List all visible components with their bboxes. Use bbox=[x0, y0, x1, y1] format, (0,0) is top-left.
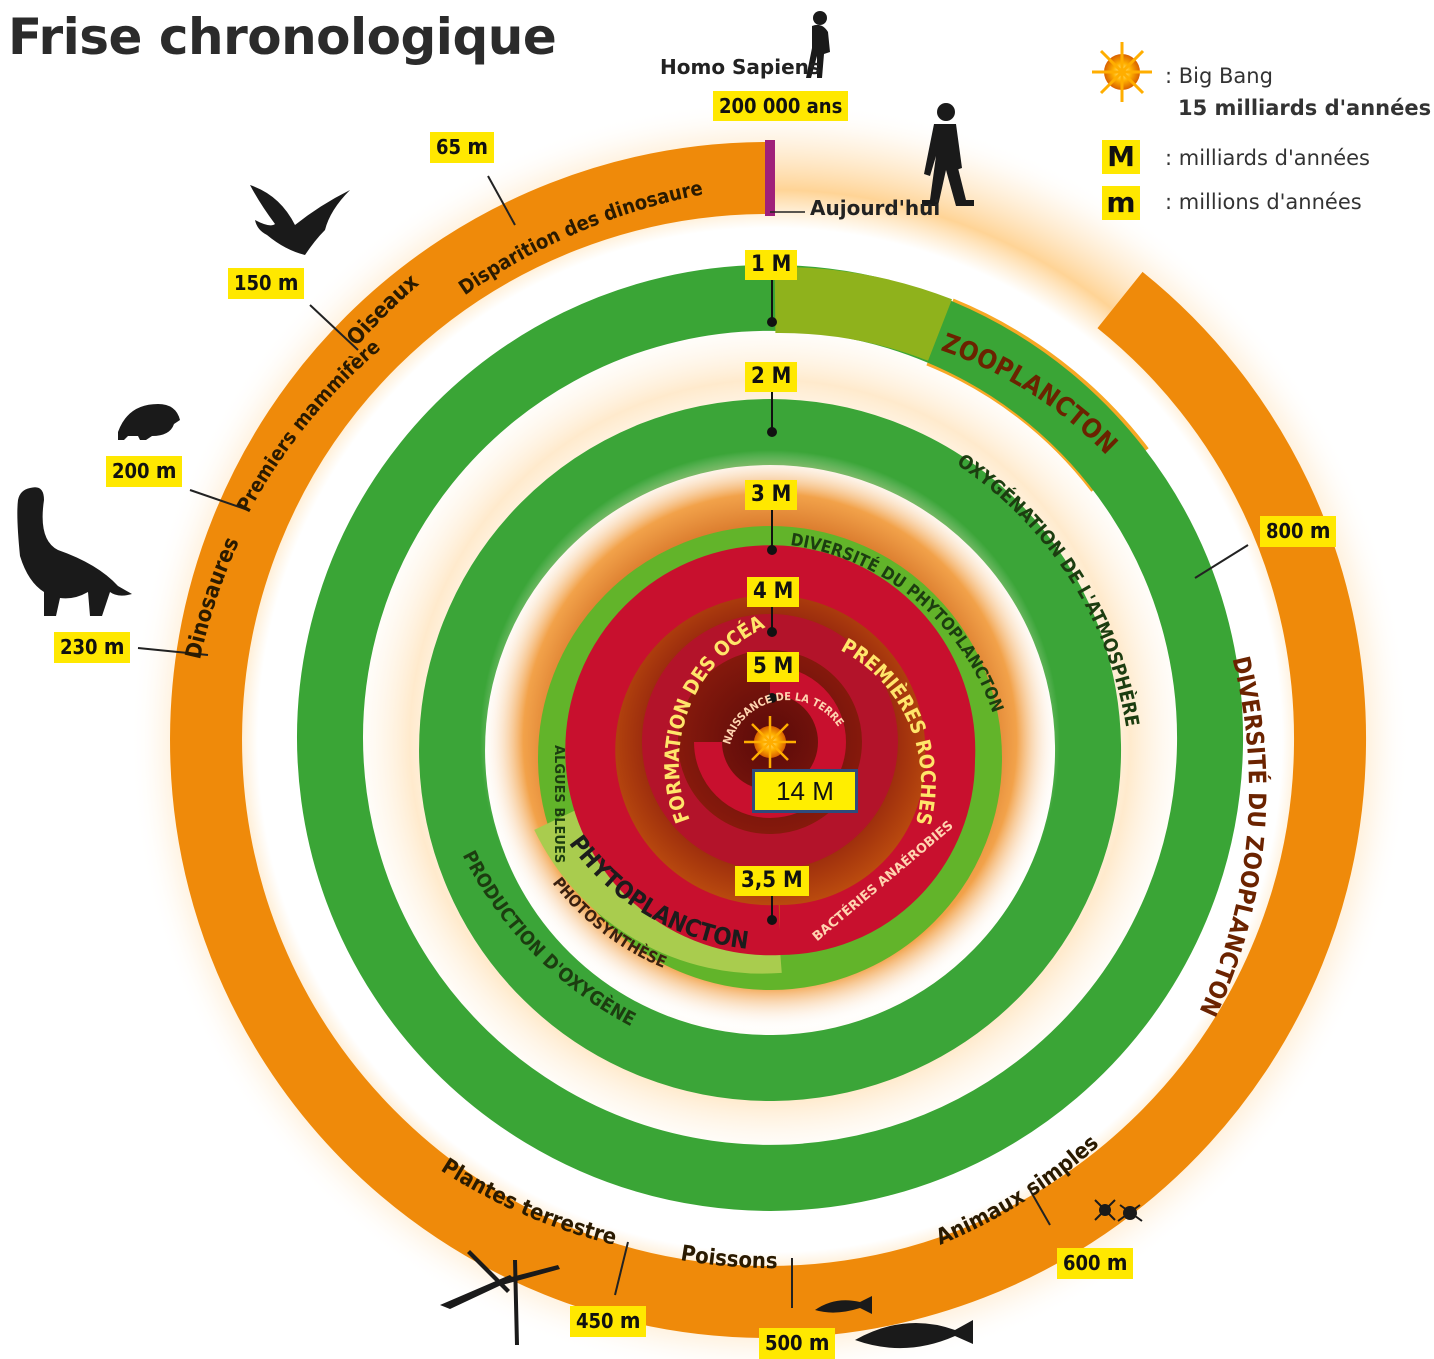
dot-2M bbox=[767, 427, 777, 437]
tag-3M: 3 M bbox=[745, 480, 797, 510]
tag-1M: 1 M bbox=[745, 250, 797, 280]
tag-5M: 5 M bbox=[747, 652, 799, 682]
legend-M-desc: : milliards d'années bbox=[1165, 146, 1370, 170]
green-ring-1-transition bbox=[775, 300, 940, 330]
homo-sapiens-age-tag: 200 000 ans bbox=[713, 91, 848, 121]
legend-big-bang-icon bbox=[1092, 42, 1152, 102]
tag-450m: 450 m bbox=[570, 1306, 646, 1337]
dot-1M bbox=[767, 317, 777, 327]
legend-big-bang-label: : Big Bang bbox=[1165, 64, 1273, 88]
dot-3-5M bbox=[767, 915, 777, 925]
tag-200m: 200 m bbox=[106, 456, 182, 487]
tag-2M: 2 M bbox=[745, 362, 797, 392]
tag-150m: 150 m bbox=[228, 268, 304, 299]
tag-3-5M: 3,5 M bbox=[735, 866, 809, 896]
dot-3M bbox=[767, 545, 777, 555]
legend-M-box: M bbox=[1102, 140, 1140, 174]
homo-sapiens-label: Homo Sapiens bbox=[660, 55, 821, 79]
legend-m-desc: : millions d'années bbox=[1165, 190, 1362, 214]
center-age-box: 14 M bbox=[752, 769, 858, 813]
label-algues-bleues: ALGUES BLEUES bbox=[551, 745, 566, 863]
tag-500m: 500 m bbox=[759, 1328, 835, 1359]
tag-4M: 4 M bbox=[747, 577, 799, 607]
tag-65m: 65 m bbox=[430, 132, 494, 163]
tag-230m: 230 m bbox=[54, 632, 130, 663]
eagle-icon bbox=[250, 185, 350, 255]
tag-800m: 800 m bbox=[1260, 516, 1336, 547]
dinosaur-icon bbox=[17, 487, 132, 616]
today-label: Aujourd'hui bbox=[810, 196, 940, 220]
legend-m-box: m bbox=[1102, 186, 1140, 220]
legend-big-bang-age: 15 milliards d'années bbox=[1178, 96, 1431, 120]
mammal-icon bbox=[118, 404, 180, 440]
dot-4M bbox=[767, 627, 777, 637]
tag-600m: 600 m bbox=[1057, 1248, 1133, 1279]
